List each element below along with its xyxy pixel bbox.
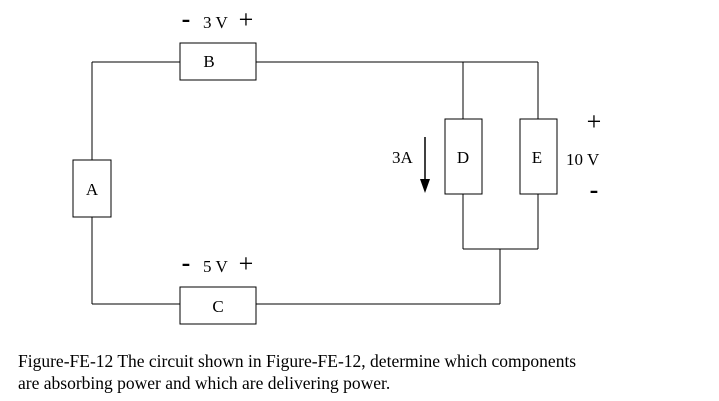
voltage-b-minus: - (182, 4, 191, 33)
component-a: A (72, 159, 112, 218)
component-a-label: A (86, 180, 99, 199)
voltage-c: - 5 V + (182, 248, 254, 278)
voltage-c-value: 5 V (203, 257, 228, 276)
caption-line-2: are absorbing power and which are delive… (18, 373, 391, 393)
component-e-label: E (532, 148, 542, 167)
voltage-e: + 10 V - (566, 107, 601, 204)
component-c: C (179, 286, 257, 325)
figure-caption: Figure-FE-12 The circuit shown in Figure… (18, 350, 713, 394)
component-e: E (519, 118, 558, 195)
component-b: B (179, 42, 257, 81)
component-d: D (444, 118, 483, 195)
wires (91, 61, 539, 305)
current-d: 3A (392, 137, 430, 193)
voltage-e-value: 10 V (566, 150, 600, 169)
current-d-label: 3A (392, 148, 414, 167)
component-d-label: D (457, 148, 469, 167)
voltage-c-minus: - (182, 248, 191, 277)
voltage-e-minus: - (590, 175, 599, 204)
voltage-b-value: 3 V (203, 13, 228, 32)
voltage-b-plus: + (239, 5, 254, 34)
component-b-label: B (203, 52, 214, 71)
current-d-arrow-head (420, 179, 430, 193)
component-c-label: C (212, 297, 223, 316)
caption-line-1: Figure-FE-12 The circuit shown in Figure… (18, 351, 577, 371)
voltage-c-plus: + (239, 249, 254, 278)
voltage-b: - 3 V + (182, 4, 254, 34)
voltage-e-plus: + (587, 107, 602, 136)
